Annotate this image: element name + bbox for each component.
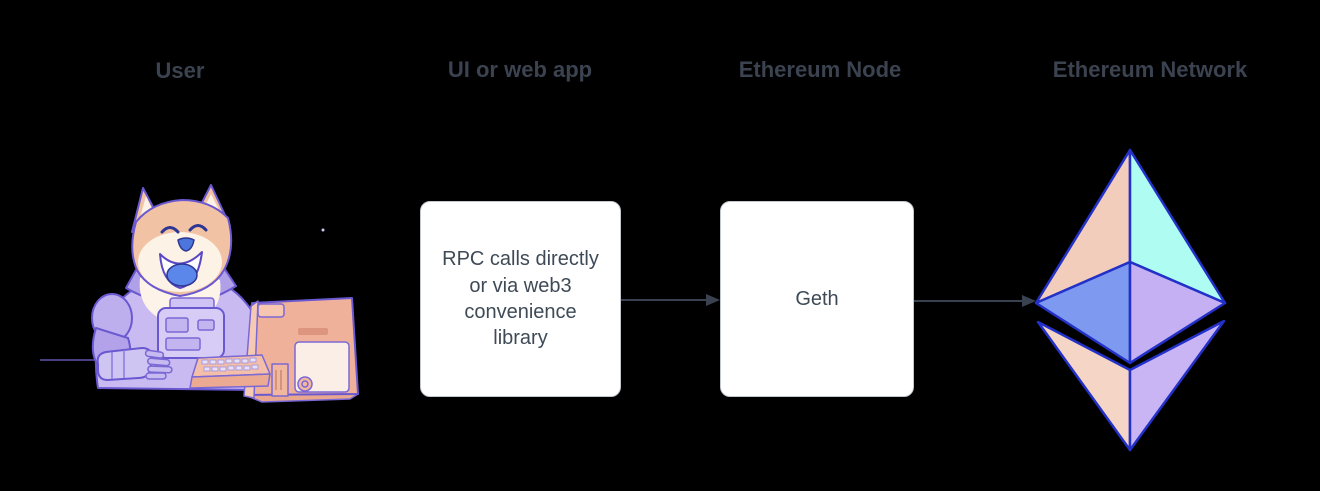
sparkle-dot <box>321 228 325 232</box>
doge-chest-pack <box>157 297 225 359</box>
doge-nose <box>177 237 195 252</box>
doge-left-eye <box>160 226 180 234</box>
arrow-head-icon <box>1022 295 1036 307</box>
ethereum-logo-icon <box>1034 148 1227 452</box>
computer-vent <box>298 328 328 335</box>
column-label-ui-web-app: UI or web app <box>447 57 593 82</box>
doge-right-eye <box>188 224 208 232</box>
doge-astronaut-illustration <box>40 184 359 403</box>
computer-port-circle <box>297 376 313 392</box>
computer-top-handle <box>257 303 285 318</box>
node-ui-web-app-text: RPC calls directly or via web3 convenien… <box>442 248 599 350</box>
arrow-head-icon <box>706 294 720 306</box>
eth-facet-mid-right <box>1128 260 1227 365</box>
arrow-ui-to-node <box>621 294 720 306</box>
doge-muzzle <box>138 232 222 292</box>
node-ui-web-app: RPC calls directly or via web3 convenien… <box>420 201 621 397</box>
doge-mech-glove <box>96 347 173 381</box>
computer-keyboard <box>189 354 271 389</box>
doge-tongue <box>166 263 198 287</box>
column-label-ethereum-network: Ethereum Network <box>1052 57 1248 82</box>
computer-port-inner <box>301 380 309 388</box>
node-geth: Geth <box>720 201 914 397</box>
eth-facet-bottom-right <box>1128 319 1226 452</box>
node-geth-text: Geth <box>795 287 839 310</box>
arrow-node-to-network <box>914 295 1036 307</box>
computer-side-slot <box>271 363 289 397</box>
column-label-ethereum-node: Ethereum Node <box>738 57 902 82</box>
column-label-user: User <box>155 58 205 83</box>
doge-head <box>131 184 233 297</box>
